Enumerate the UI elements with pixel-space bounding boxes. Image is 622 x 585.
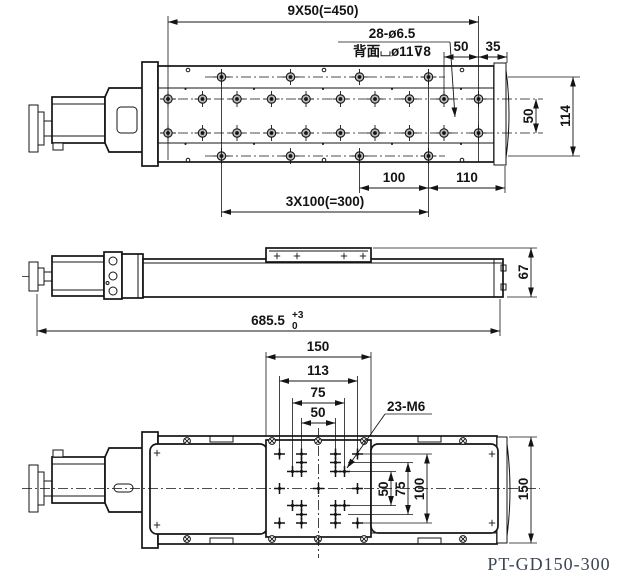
motor-body [51, 255, 105, 297]
carriage-plate [265, 247, 372, 263]
handwheel [28, 104, 39, 153]
bottom-view-dimensions: 150 113 75 50 23-M6 50 75 100 [265, 339, 537, 544]
left-end-plate [141, 61, 159, 167]
small-holes [185, 67, 465, 163]
part-number: PT-GD150-300 [487, 554, 610, 574]
thread-callout-label: 23-M6 [387, 399, 426, 414]
motor-body [51, 96, 106, 144]
top-view: 9X50(=450) 50 35 28-ø6.5 背面⌴ø11⊽8 50 114… [28, 3, 580, 217]
left-cover-plate [149, 443, 268, 535]
dim-114-right-label: 114 [558, 105, 573, 127]
dim-v-50-label: 50 [376, 481, 391, 496]
dim-width-150-label: 150 [307, 339, 330, 354]
bottom-view-motor [28, 447, 144, 513]
pin-dots [184, 88, 462, 145]
right-end-cap [493, 62, 507, 166]
side-view-motor [28, 251, 144, 300]
dim-length-tol-lower: 0 [292, 321, 298, 332]
counterbore-holes-row-3 [160, 125, 487, 141]
dim-width-50-label: 50 [310, 405, 325, 420]
rail-screws [183, 437, 467, 543]
dim-v-100-label: 100 [412, 478, 427, 501]
motor-body [51, 456, 106, 504]
side-view: 67 685.5 +3 0 [22, 247, 537, 336]
dim-50-top-label: 50 [453, 39, 468, 54]
hole-callout-line2: 背面⌴ø11⊽8 [353, 43, 431, 59]
dim-pitch-top-label: 9X50(=450) [288, 3, 359, 18]
dim-35-top-label: 35 [485, 39, 501, 54]
hole-callout-line1: 28-ø6.5 [369, 26, 416, 41]
dim-length-label: 685.5 [251, 313, 285, 328]
dim-pitch-bottom-label: 3X100(=300) [286, 194, 364, 209]
dim-width-75-label: 75 [310, 385, 326, 400]
coupling-housing [104, 447, 144, 513]
dim-50-right-label: 50 [521, 108, 536, 123]
top-view-dimensions: 9X50(=450) 50 35 28-ø6.5 背面⌴ø11⊽8 50 114… [167, 3, 580, 217]
dim-110-bottom-label: 110 [456, 170, 478, 185]
dim-100-bottom-label: 100 [383, 170, 406, 185]
side-view-dimensions: 67 685.5 +3 0 [36, 247, 537, 336]
dim-width-113-label: 113 [307, 363, 329, 378]
handwheel [28, 261, 39, 292]
stage-base [142, 258, 504, 298]
carriage-screw-marks [273, 252, 367, 260]
dim-v-150-label: 150 [516, 478, 531, 501]
bottom-view: 150 113 75 50 23-M6 50 75 100 [22, 339, 540, 558]
top-view-motor [28, 87, 144, 153]
cover-plate-marks [153, 449, 496, 529]
dim-length-tol-upper: +3 [292, 310, 304, 321]
dim-v-75-label: 75 [393, 481, 408, 497]
dim-height-label: 67 [516, 264, 531, 279]
